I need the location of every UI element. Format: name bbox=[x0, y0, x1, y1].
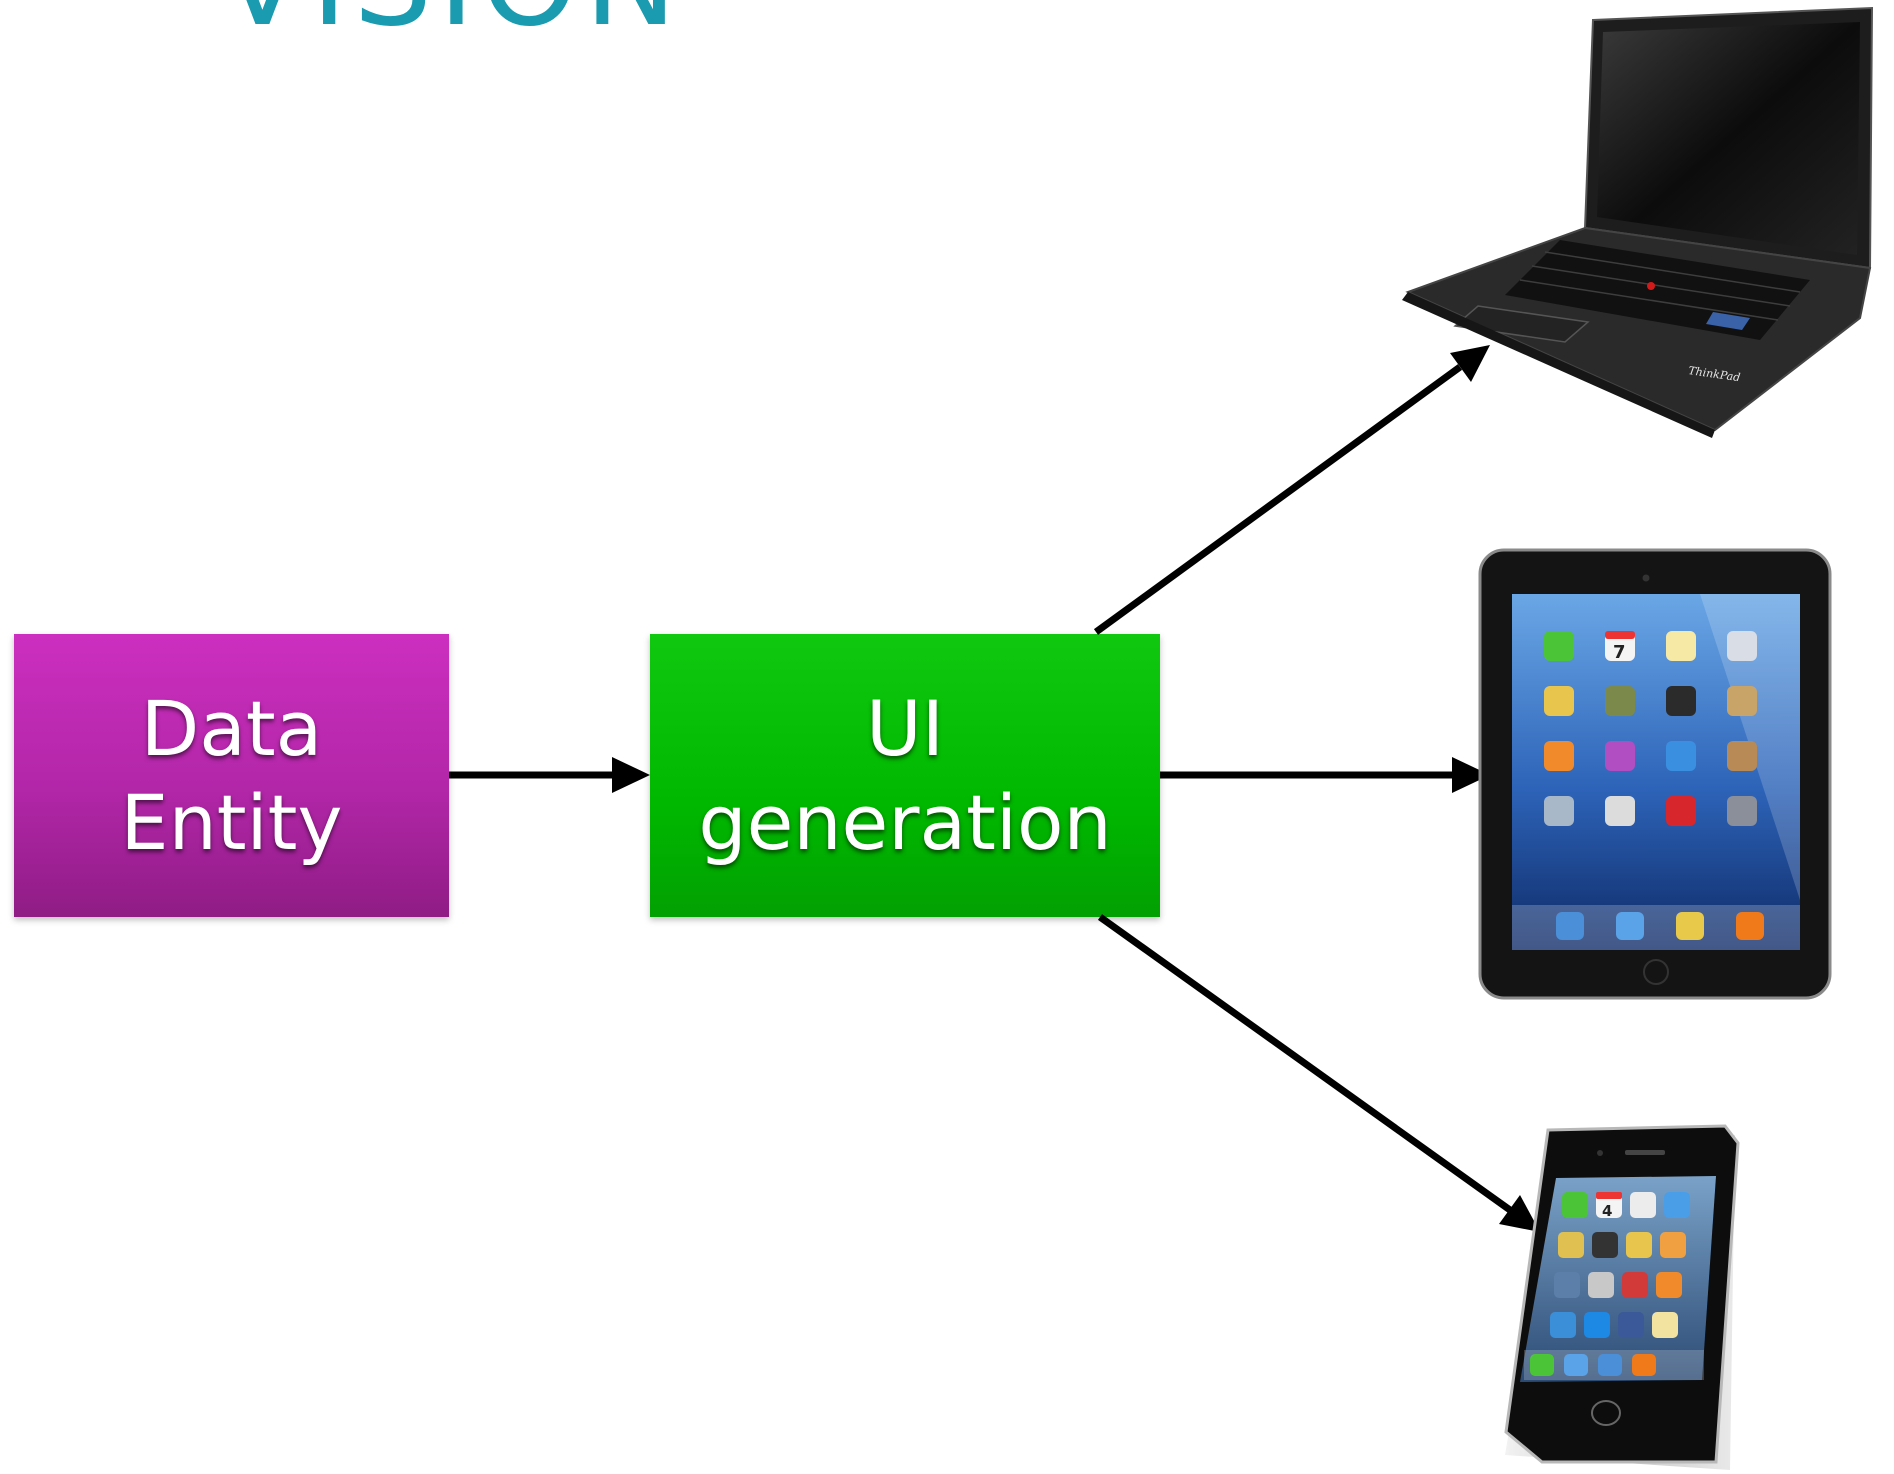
phone-calendar-day: 4 bbox=[1602, 1202, 1612, 1220]
data-entity-label-line-1: Data bbox=[140, 683, 323, 773]
arrow-ui-to-phone bbox=[1097, 914, 1540, 1232]
data-entity-box: Data Entity bbox=[14, 634, 449, 917]
data-entity-label-line-2: Entity bbox=[120, 777, 343, 867]
ui-generation-label-line-2: generation bbox=[698, 777, 1112, 867]
slide-title: VISION bbox=[220, 0, 683, 44]
tablet-calendar-day: 7 bbox=[1613, 642, 1626, 663]
arrow-data-to-ui bbox=[449, 757, 650, 793]
ui-generation-box: UI generation bbox=[650, 634, 1160, 917]
tablet-icon: 7 bbox=[1478, 548, 1832, 1000]
ui-generation-label-line-1: UI bbox=[865, 683, 945, 773]
arrow-ui-to-laptop bbox=[1093, 345, 1490, 635]
smartphone-icon: 4 bbox=[1504, 1124, 1740, 1470]
arrow-ui-to-tablet bbox=[1160, 757, 1490, 793]
laptop-icon: ThinkPad bbox=[1402, 6, 1874, 438]
